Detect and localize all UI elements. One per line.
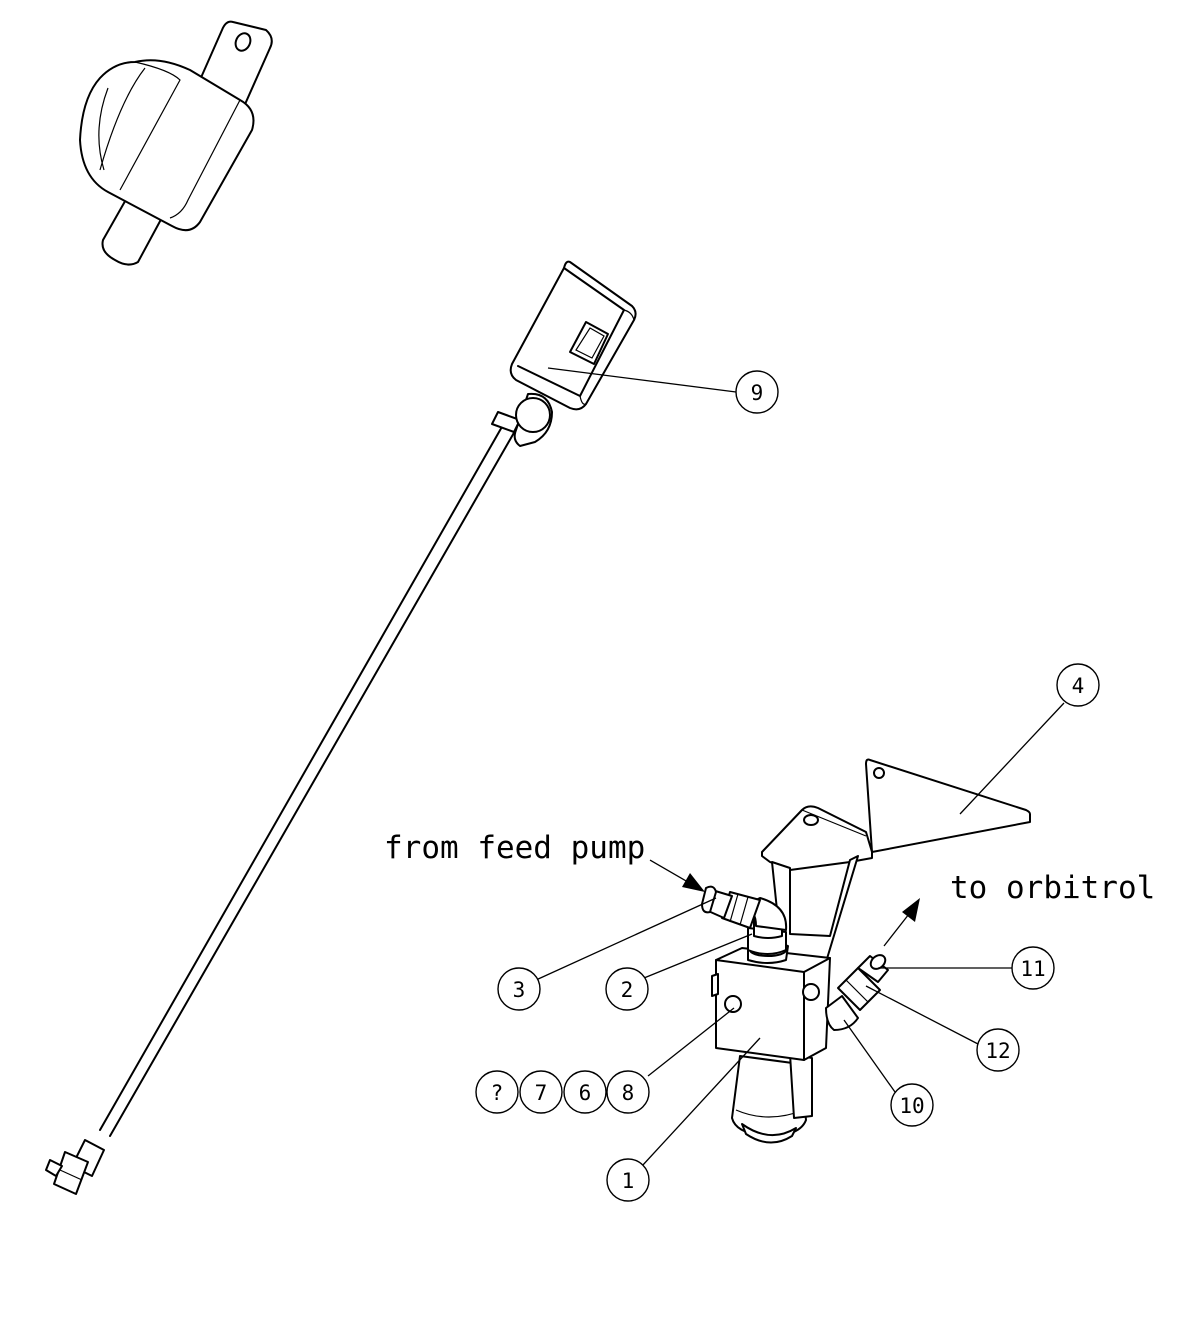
balloon-4-label: 4	[1072, 674, 1085, 698]
balloon-10: 10	[890, 1083, 934, 1127]
balloon-10-label: 10	[899, 1094, 924, 1118]
balloon-question-label: ?	[491, 1081, 504, 1105]
cable-connector	[45, 1139, 105, 1195]
knob-assembly	[79, 20, 273, 266]
to-orbitrol-label: to orbitrol	[950, 870, 1155, 906]
balloon-9: 9	[735, 370, 779, 414]
balloon-4: 4	[1056, 663, 1100, 707]
balloon-6: 6	[563, 1070, 607, 1114]
balloon-question: ?	[475, 1070, 519, 1114]
balloon-7: 7	[519, 1070, 563, 1114]
balloon-2-label: 2	[621, 978, 634, 1002]
flow-arrows	[649, 859, 920, 947]
balloon-11: 11	[1011, 946, 1055, 990]
balloon-8-label: 8	[622, 1081, 635, 1105]
from-feed-pump-label: from feed pump	[384, 830, 645, 866]
balloon-1: 1	[606, 1158, 650, 1202]
mounting-bracket	[761, 758, 1031, 963]
balloon-3: 3	[497, 967, 541, 1011]
balloon-6-label: 6	[579, 1081, 592, 1105]
outlet-fitting	[825, 954, 889, 1031]
leader-lines	[535, 367, 1065, 1167]
balloon-12: 12	[976, 1028, 1020, 1072]
balloon-9-label: 9	[751, 381, 764, 405]
balloon-2: 2	[605, 967, 649, 1011]
balloon-3-label: 3	[513, 978, 526, 1002]
balloon-7-label: 7	[535, 1081, 548, 1105]
balloon-12-label: 12	[985, 1039, 1010, 1063]
balloon-8: 8	[606, 1070, 650, 1114]
inlet-elbow-fitting	[701, 885, 788, 955]
switch-cable-assembly	[45, 260, 637, 1195]
valve-block	[711, 941, 831, 1144]
balloon-11-label: 11	[1020, 957, 1045, 981]
balloon-1-label: 1	[622, 1169, 635, 1193]
